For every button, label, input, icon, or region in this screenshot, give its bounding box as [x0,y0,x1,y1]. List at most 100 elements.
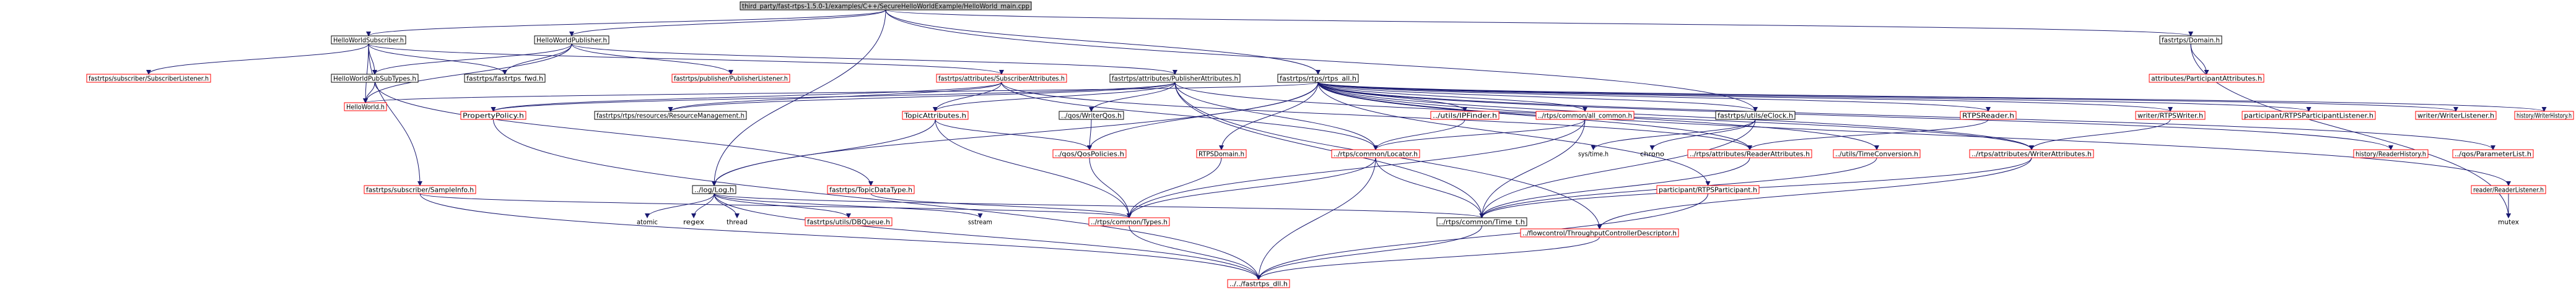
edge-root-to-hwsub [366,9,886,36]
edge-subattr-to-readerattr [1001,82,1752,150]
node-box-readerlistener [2471,185,2546,194]
node-time[interactable]: ../rtps/common/Time_t.h [1436,217,1527,226]
node-label-hwpub: HelloWorldPublisher.h [536,37,607,45]
node-box-rtpsall [1277,74,1359,83]
node-rtpswriter[interactable]: writer/RTPSWriter.h [2135,111,2206,120]
node-mutex: mutex [2498,219,2519,226]
node-domain[interactable]: fastrtps/Domain.h [2159,35,2222,45]
node-label-partlistener: participant/RTPSParticipantListener.h [2244,113,2373,120]
edge-locator-to-dll [1256,157,1376,280]
node-chrono: chrono [1640,151,1664,158]
edge-rtpspart-to-dll [1256,193,1708,280]
node-label-writerlistener: writer/WriterListener.h [2417,113,2494,120]
node-label-hwsub: HelloWorldSubscriber.h [333,37,404,45]
nodes-layer: third_party/fast-rtps-1.5.0-1/examples/C… [86,1,2574,288]
node-label-paramlist: ../qos/ParameterList.h [2455,151,2531,158]
node-proppolicy[interactable]: PropertyPolicy.h [460,111,526,120]
edge-topicdatatype-to-types [870,193,1132,218]
node-systime: sys/time.h [1578,151,1609,158]
node-topicattr[interactable]: TopicAttributes.h [902,111,969,120]
node-label-writerqos: ../qos/WriterQos.h [1061,113,1122,120]
node-dbqueue[interactable]: fastrtps/utils/DBQueue.h [805,217,893,226]
node-rtpspart[interactable]: participant/RTPSParticipant.h [1656,185,1760,194]
node-rtpsdomain[interactable]: RTPSDomain.h [1196,149,1247,158]
node-types[interactable]: ../rtps/common/Types.h [1088,217,1170,226]
node-box-dbqueue [805,217,893,226]
node-label-rtpswriter: writer/RTPSWriter.h [2137,113,2203,120]
edge-locator-to-types [1127,157,1376,218]
node-label-helloworld: HelloWorld.h [346,104,385,111]
node-box-sampleinfo [364,185,476,194]
edge-rtpsall-to-helloworld [363,82,1319,103]
node-sublistener[interactable]: fastrtps/subscriber/SubscriberListener.h [86,74,211,83]
node-throughput[interactable]: ../flowcontrol/ThroughputControllerDescr… [1520,228,1679,238]
node-writerqos[interactable]: ../qos/WriterQos.h [1059,111,1124,120]
node-box-time [1436,217,1527,226]
node-readerattr[interactable]: ../rtps/attributes/ReaderAttributes.h [1687,149,1812,158]
node-dll[interactable]: ../../fastrtps_dll.h [1227,279,1290,288]
node-rtpscommonall[interactable]: ../rtps/common/all_common.h [1535,111,1635,120]
node-box-qospolicies [1052,149,1127,158]
node-writerattr[interactable]: ../rtps/attributes/WriterAttributes.h [1969,149,2094,158]
edge-pubattr-to-topicattr [933,82,1176,112]
edge-rtpsall-to-writerattr [1317,82,2034,150]
node-sampleinfo[interactable]: fastrtps/subscriber/SampleInfo.h [364,185,476,194]
node-paramlist[interactable]: ../qos/ParameterList.h [2452,149,2534,158]
node-label-locator: ../rtps/common/Locator.h [1334,151,1418,158]
node-label-publistener: fastrtps/publisher/PublisherListener.h [674,75,788,83]
edge-log-to-time [714,193,1485,218]
node-hwpub[interactable]: HelloWorldPublisher.h [534,35,609,45]
edge-hwsub-to-helloworld [363,43,369,103]
node-label-types: ../rtps/common/Types.h [1091,219,1168,226]
node-hwsub[interactable]: HelloWorldSubscriber.h [331,35,406,45]
node-locator[interactable]: ../rtps/common/Locator.h [1331,149,1420,158]
node-eclock[interactable]: fastrtps/utils/eClock.h [1715,111,1796,120]
node-atomic: atomic [637,219,658,226]
edge-types-to-dll [1129,225,1261,280]
node-writerhistory[interactable]: history/WriterHistory.h [2514,111,2574,120]
node-box-pubattr [1109,74,1241,83]
node-box-resmgmt [594,111,747,120]
node-topicdatatype[interactable]: fastrtps/TopicDataType.h [827,185,915,194]
node-thread: thread [727,219,748,226]
node-label-rtpsall: fastrtps/rtps/rtps_all.h [1280,75,1356,83]
node-fwd[interactable]: fastrtps/fastrtps_fwd.h [464,74,546,83]
node-writerlistener[interactable]: writer/WriterListener.h [2415,111,2497,120]
node-rtpsreader[interactable]: RTPSReader.h [1960,111,2017,120]
node-box-sublistener [86,74,211,83]
node-log[interactable]: ../log/Log.h [692,185,736,194]
node-qospolicies[interactable]: ../qos/QosPolicies.h [1052,149,1127,158]
node-pubattr[interactable]: fastrtps/attributes/PublisherAttributes.… [1109,74,1241,83]
node-readerhistory[interactable]: history/ReaderHistory.h [2353,149,2429,158]
edge-hwpubsubtypes-to-helloworld [363,82,375,103]
node-box-hwpubsubtypes [331,74,419,83]
edge-rtpsall-to-writerlistener [1317,82,2458,112]
node-resmgmt[interactable]: fastrtps/rtps/resources/ResourceManageme… [594,111,747,120]
node-label-proppolicy: PropertyPolicy.h [463,113,524,120]
edge-log-to-sstream [714,193,983,218]
node-partattr[interactable]: attributes/ParticipantAttributes.h [2149,74,2264,83]
edge-writerattr-to-throughput [1597,157,2032,229]
node-label-partattr: attributes/ParticipantAttributes.h [2151,75,2262,83]
node-readerlistener[interactable]: reader/ReaderListener.h [2471,185,2546,194]
node-subattr[interactable]: fastrtps/attributes/SubscriberAttributes… [936,74,1067,83]
edge-log-to-regex [691,193,715,218]
edge-eclock-to-systime [1591,119,1756,150]
node-publistener[interactable]: fastrtps/publisher/PublisherListener.h [671,74,790,83]
edges-layer [146,9,2546,280]
node-timeconv[interactable]: ../utils/TimeConversion.h [1833,149,1921,158]
node-label-atomic: atomic [637,219,658,226]
node-helloworld[interactable]: HelloWorld.h [344,102,387,111]
node-hwpubsubtypes[interactable]: HelloWorldPubSubTypes.h [331,74,419,83]
edge-rtpsall-to-readerhistory [1317,82,2393,150]
node-rtpsall[interactable]: fastrtps/rtps/rtps_all.h [1277,74,1359,83]
edge-root-to-domain [885,9,2193,36]
node-label-sublistener: fastrtps/subscriber/SubscriberListener.h [89,75,209,83]
edge-time-to-dll [1256,225,1482,280]
node-label-systime: sys/time.h [1578,151,1609,158]
node-label-dbqueue: fastrtps/utils/DBQueue.h [807,219,890,226]
node-label-regex: regex [683,219,704,226]
node-partlistener[interactable]: participant/RTPSParticipantListener.h [2242,111,2376,120]
node-ipfinder[interactable]: ../utils/IPFinder.h [1430,111,1500,120]
node-root[interactable]: third_party/fast-rtps-1.5.0-1/examples/C… [740,1,1032,11]
